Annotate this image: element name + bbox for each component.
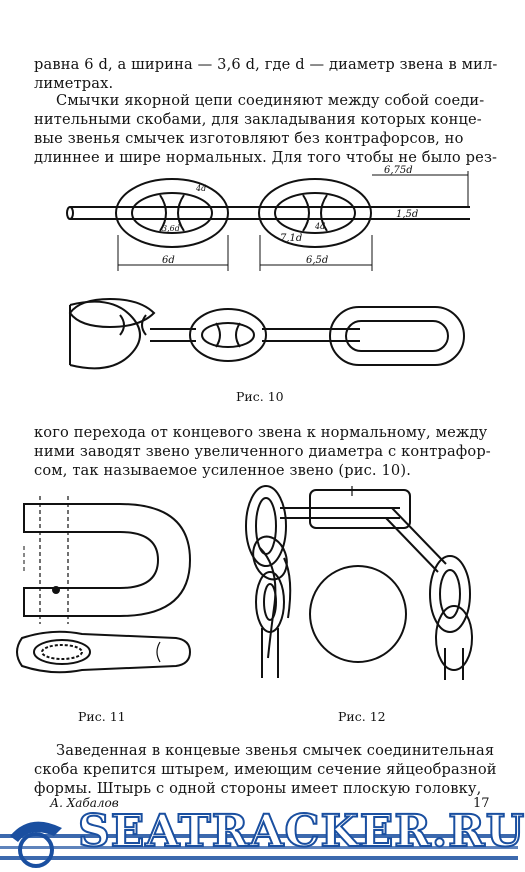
text-line: Смычки якорной цепи соединяют между собо… [56, 92, 485, 109]
paragraph-4: Заведенная в концевые звенья смычек соед… [34, 741, 497, 798]
watermark-logo [0, 821, 518, 868]
dim-label: 6,5d [306, 255, 328, 266]
text-line: равна 6 d, а ширина — 3,6 d, где d — диа… [34, 56, 498, 73]
author-name: А. Хабалов [50, 796, 119, 810]
dim-label: 6,75d [384, 165, 413, 176]
text-line: нительными скобами, для закладывания кот… [34, 111, 482, 128]
figure-11-caption: Рис. 11 [78, 709, 126, 724]
dim-label: 4d [195, 184, 206, 193]
paragraph-3: кого перехода от концевого звена к норма… [34, 423, 491, 480]
figure-10-caption: Рис. 10 [236, 389, 284, 404]
text-line: длиннее и шире нормальных. Для того чтоб… [34, 149, 498, 166]
figure-12-caption: Рис. 12 [338, 709, 386, 724]
dim-label: 7,1d [280, 233, 302, 244]
text-line: кого перехода от концевого звена к норма… [34, 424, 488, 441]
text-line: формы. Штырь с одной стороны имеет плоск… [34, 780, 482, 797]
figure-11-shackle-drawing [16, 496, 192, 674]
chain-link [274, 192, 356, 234]
figure-12-assembly-drawing [245, 485, 473, 680]
dim-label: 1,5d [396, 209, 418, 220]
text-line: Заведенная в концевые звенья смычек соед… [56, 742, 495, 759]
paragraph-top: равна 6 d, а ширина — 3,6 d, где d — диа… [34, 55, 498, 93]
text-line: вые звенья смычек изготовляют без контра… [34, 130, 464, 147]
figure-10-chain-drawing: 6,75d 1,5d 7,1d 6d 6,5d 3,6d 4d 4d [66, 165, 470, 370]
dim-label: 4d [314, 222, 325, 231]
text-line: ними заводят звено увеличенного диаметра… [34, 443, 491, 460]
text-line: сом, так называемое усиленное звено (рис… [34, 462, 411, 479]
chain-link [201, 322, 255, 348]
dim-label: 3,6d [162, 224, 180, 233]
page-number: 17 [473, 796, 490, 811]
text-line: скоба крепится штырем, имеющим сечение я… [34, 761, 497, 778]
chain-link [131, 192, 213, 234]
chain-link [258, 178, 372, 248]
watermark-text: SEATRACKER.RU [77, 805, 525, 858]
chain-link [115, 178, 229, 248]
chain-link [189, 308, 267, 362]
text-line: лиметрах. [34, 75, 114, 92]
chain-link [345, 320, 449, 352]
chain-link [329, 306, 465, 366]
paragraph-2: Смычки якорной цепи соединяют между собо… [34, 91, 498, 167]
dim-label: 6d [162, 255, 175, 266]
